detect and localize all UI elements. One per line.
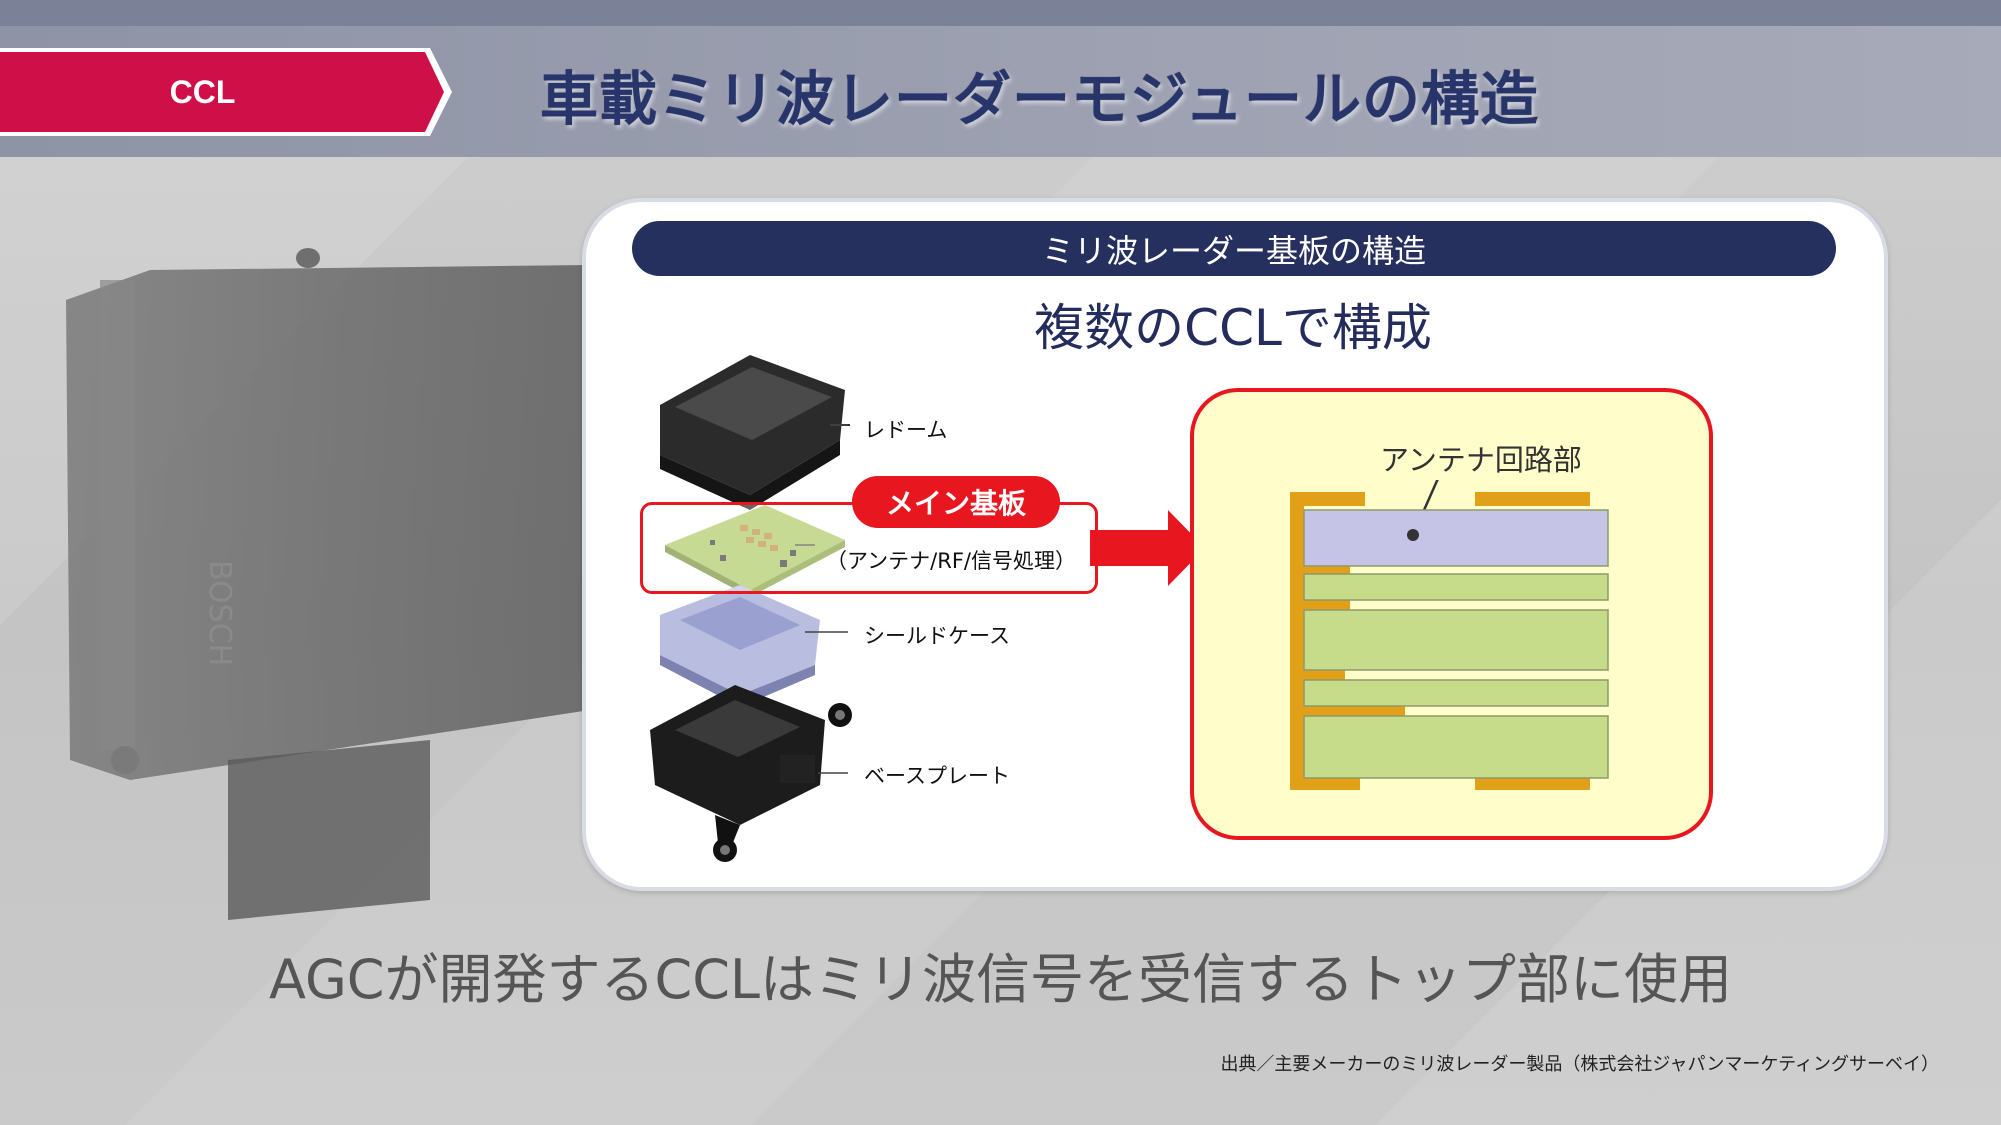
base-plate-part (650, 685, 852, 862)
part-label-base-plate: ベースプレート (864, 764, 1010, 788)
main-board-part (665, 505, 845, 597)
antenna-circuit-label: アンテナ回路部 (1380, 443, 1582, 477)
copper-traces (1290, 492, 1590, 790)
part-label-radome: レドーム (864, 418, 948, 442)
right-arrow-icon (1090, 510, 1205, 586)
part-label-main-board: （アンテナ/RF/信号処理） (826, 549, 1076, 573)
svg-text:BOSCH: BOSCH (202, 560, 237, 666)
top-strip (0, 0, 2001, 26)
exploded-view-diagram (650, 355, 852, 862)
ccl-tag-shape (0, 48, 452, 136)
antenna-layer (1303, 509, 1609, 567)
source-note: 出典／主要メーカーのミリ波レーダー製品（株式会社ジャパンマーケティングサーベイ） (1220, 1054, 1939, 1075)
radar-module-photo: BOSCH (66, 248, 590, 920)
main-board-badge: メイン基板 (852, 476, 1060, 528)
part-label-shield-case: シールドケース (864, 624, 1010, 648)
panel-heading: ミリ波レーダー基板の構造 (632, 221, 1836, 276)
bottom-caption: AGCが開発するCCLはミリ波信号を受信するトップ部に使用 (268, 948, 1733, 1011)
ccl-tag-label: CCL (169, 73, 236, 110)
panel-subtitle: 複数のCCLで構成 (1034, 299, 1432, 357)
page-title: 車載ミリ波レーダーモジュールの構造 (540, 65, 1539, 133)
pcb-layer-stack-diagram (1290, 480, 1609, 790)
radome-part (660, 355, 850, 510)
